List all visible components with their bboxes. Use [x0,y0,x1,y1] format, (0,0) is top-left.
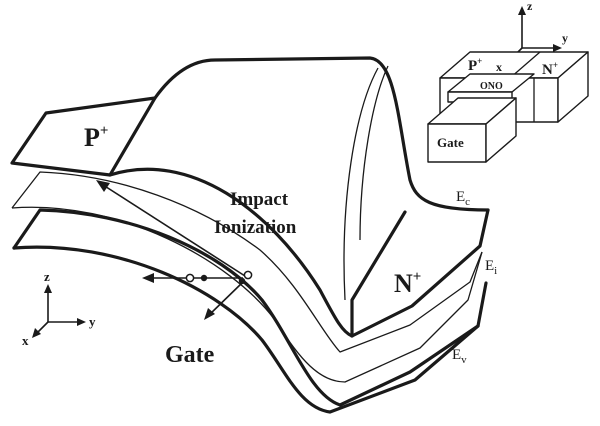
inset-gate-side [485,97,517,163]
electron-arrowhead-left [142,273,154,283]
p-plus-label: P+ [84,123,108,152]
n-plus-wall [350,210,407,338]
ionization-arrow-line [99,182,246,277]
ec-front-edge [108,167,490,338]
gate-arrow-line [206,281,244,318]
x-axis-arrowhead [32,328,41,338]
inset-z-arrowhead [518,6,526,15]
electron-dot-2 [238,277,246,285]
hump-curve-line-2 [359,65,389,241]
n-plus-label: N+ [394,269,421,298]
ec-label: Ec [456,189,470,208]
hole-circle [185,273,195,283]
hump-curve-line [343,67,379,301]
ec-back-edge [153,56,490,212]
impact-label-line2: Ionization [214,217,297,238]
axis-y-label: y [89,314,96,329]
inset-y-label: y [562,31,568,45]
gate-label: Gate [165,342,215,368]
inset-x-label: x [496,60,502,74]
ei-label: Ei [485,258,497,277]
device-inset: z y P+ x N+ ONO Gate [427,0,589,163]
inset-gate-label: Gate [437,135,464,150]
inset-z-label: z [527,0,533,13]
impact-ionization-arrows [96,180,253,320]
inset-ono-label: ONO [480,81,503,92]
axis-x-label: x [22,333,29,348]
gate-arrowhead [204,308,215,320]
axis-z-label: z [44,269,50,284]
inset-p-plus-label: P+ [468,56,482,74]
inset-y-arrowhead [553,44,562,52]
impact-label-line1: Impact [230,189,289,210]
ionization-arrowhead [96,180,110,192]
ei-back-edge [11,171,483,353]
hole-circle-2 [243,270,253,280]
inset-n-plus-label: N+ [542,60,558,78]
z-axis-arrowhead [44,284,52,293]
ev-front-edge [12,245,480,414]
ev-top-edge [12,208,488,407]
ev-label: Ev [452,347,467,366]
conduction-band-surface [10,56,490,338]
main-axes: z y x [22,269,96,348]
y-axis-arrowhead [77,318,86,326]
electron-dot [200,274,208,282]
valence-band-surface [12,208,488,414]
inset-substrate-side [557,51,589,123]
